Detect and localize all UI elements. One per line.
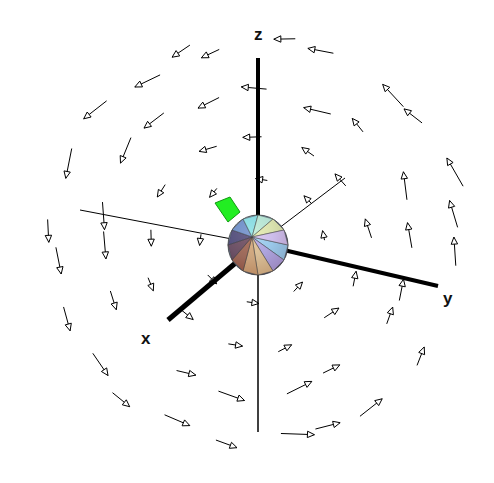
field-arrow [172,45,190,57]
field-arrow [417,347,425,365]
field-arrow [323,365,340,373]
field-arrow [352,271,358,286]
field-arrow [102,231,108,258]
field-arrow [120,138,131,164]
field-arrow [177,370,196,376]
field-arrow [93,353,108,375]
field-arrow [84,101,107,119]
field-arrow [197,234,203,245]
sphere-body [228,215,288,275]
field-arrow [294,282,303,292]
field-arrow [281,431,314,437]
field-arrow [302,147,314,156]
field-arrow [110,291,117,310]
field-arrow [64,149,72,179]
axes [80,58,438,432]
field-arrow [135,75,160,87]
field-arrow [148,278,154,291]
axis-label: z [252,26,265,43]
field-arrow [304,196,311,203]
field-arrow [304,106,331,114]
green-marker [215,197,240,222]
axis-label: y [441,290,454,307]
field-arrow [201,49,219,57]
field-arrow [198,98,219,109]
field-arrow [165,415,190,426]
field-arrow [287,381,312,393]
axis-label: x [139,330,152,347]
field-arrow [383,84,404,106]
source-sphere [228,215,288,275]
field-arrow [401,172,407,200]
field-arrow [315,421,340,429]
field-arrow [157,185,165,197]
field-arrow [228,342,242,348]
field-arrow [321,231,327,240]
sphere-facet [252,230,288,245]
field-arrow [64,307,72,331]
field-arrow [216,440,237,448]
field-arrow [113,393,130,407]
field-arrow [352,118,363,131]
field-arrow [144,113,164,128]
field-arrow [148,230,154,246]
field-arrow [45,219,51,242]
field-arrow [449,200,458,227]
field-arrow [406,223,412,248]
field-arrows [45,36,463,449]
field-arrow [308,47,334,54]
field-arrow [56,247,63,274]
field-arrow [324,308,339,318]
field-arrow [447,158,463,186]
field-arrow [210,188,217,197]
field-arrow [404,109,422,123]
field-arrow [360,399,382,417]
field-arrow [274,36,295,42]
field-arrow [101,202,107,230]
field-arrow [451,237,457,266]
field-arrow [199,146,217,152]
field-arrow [218,391,244,401]
field-arrow [181,310,193,320]
field-arrow [364,219,371,238]
field-arrow [278,345,291,352]
field-arrow [241,84,266,90]
field-arrow [387,307,394,324]
field-arrow [247,299,259,305]
field-arrow [399,279,405,300]
